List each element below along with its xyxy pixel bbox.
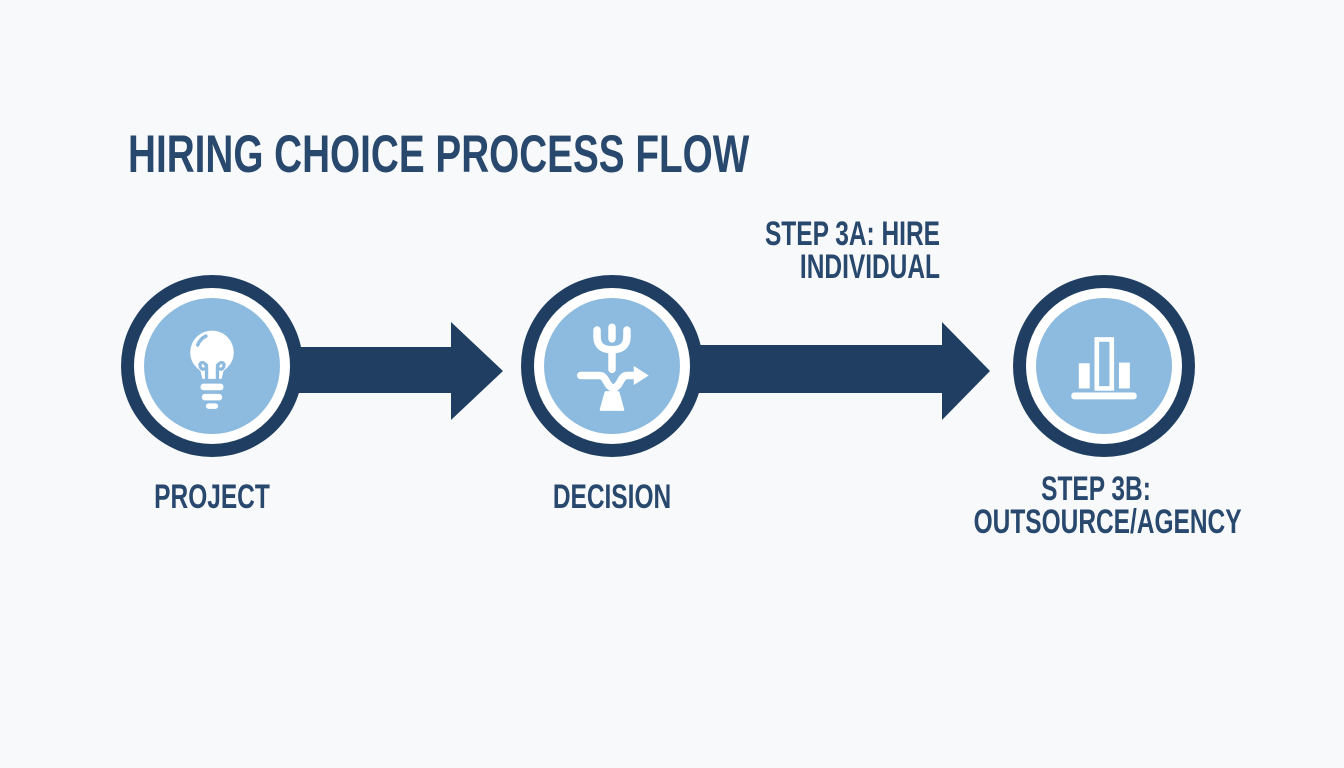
node-decision-label: DECISION <box>490 478 735 516</box>
node-outcome-face <box>1036 298 1172 434</box>
node-project-face <box>144 298 280 434</box>
step-3a-annotation: STEP 3A: HIRE INDIVIDUAL <box>695 215 940 286</box>
node-outcome-label: STEP 3B: OUTSOURCE/AGENCY <box>973 470 1242 541</box>
lightbulb-icon <box>190 330 234 409</box>
node-decision <box>521 275 703 457</box>
node-outcome <box>1013 275 1195 457</box>
diagram-title: HIRING CHOICE PROCESS FLOW <box>128 125 750 184</box>
bar-chart-icon <box>1071 337 1137 400</box>
node-project-ring <box>134 288 290 444</box>
step-3a-line1: STEP 3A: HIRE <box>764 215 940 253</box>
branch-arrow-icon <box>576 323 649 411</box>
node-outcome-ring <box>1026 288 1182 444</box>
decision-label-text: DECISION <box>552 478 672 516</box>
step-3b-line1: STEP 3B: <box>1041 470 1151 508</box>
node-project <box>121 275 303 457</box>
node-decision-ring <box>534 288 690 444</box>
project-label-text: PROJECT <box>154 478 270 516</box>
flow-arrow-project-to-decision <box>296 322 503 420</box>
step-3a-line2: INDIVIDUAL <box>799 248 940 286</box>
step-3b-line2: OUTSOURCE/AGENCY <box>973 503 1242 541</box>
node-decision-face <box>544 298 680 434</box>
flow-arrow-decision-to-outcome <box>698 322 990 420</box>
node-project-label: PROJECT <box>90 478 335 516</box>
